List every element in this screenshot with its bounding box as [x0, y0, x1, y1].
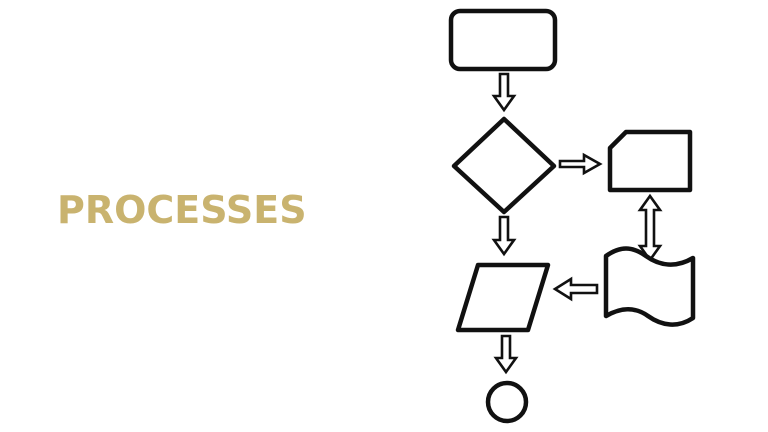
arrow-decision-to-data — [491, 215, 517, 257]
slide-title: PROCESSES — [57, 188, 307, 232]
terminator-start — [448, 8, 558, 72]
arrow-decision-to-card — [558, 152, 603, 176]
punched-tape — [603, 246, 696, 327]
card — [607, 129, 693, 193]
arrow-tape-to-data — [552, 276, 599, 302]
decision — [451, 116, 557, 215]
arrow-data-to-connector — [493, 334, 519, 375]
data-input-output — [455, 262, 551, 333]
arrow-start-to-decision — [491, 72, 517, 113]
connector-end — [485, 380, 529, 424]
arrow-card-tape-bidirectional — [637, 193, 663, 263]
